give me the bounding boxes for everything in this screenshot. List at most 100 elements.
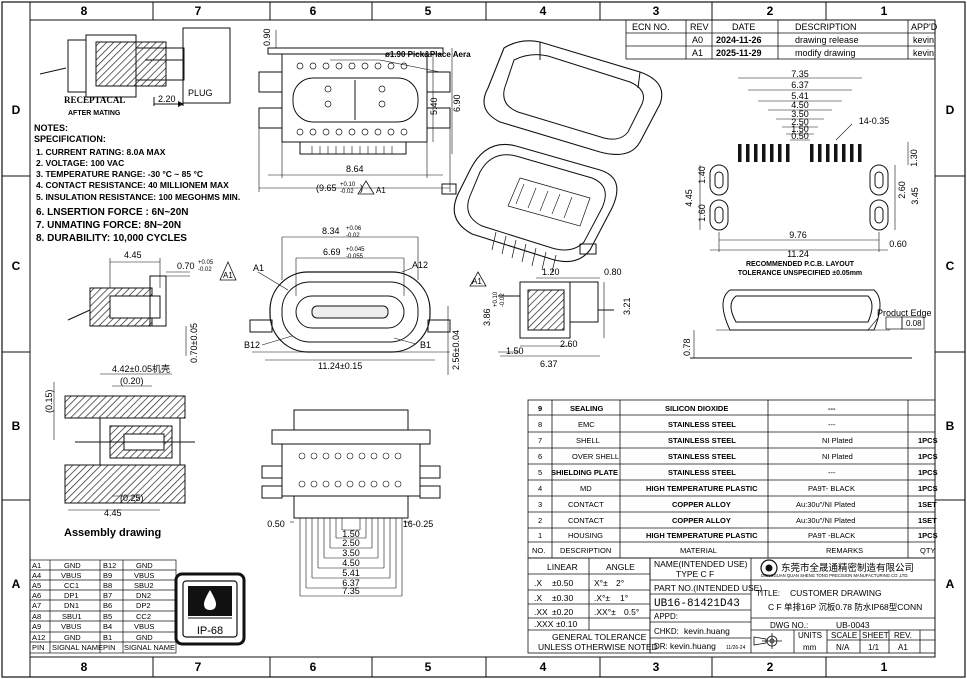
note-item: 3. TEMPERATURE RANGE: -30 °C ~ 85 °C [36, 169, 203, 179]
svg-text:SBU2: SBU2 [134, 581, 154, 590]
row-labels: D C B A D C B A [12, 103, 955, 591]
ip68-label: IP-68 [197, 625, 223, 637]
svg-text:B12: B12 [103, 561, 116, 570]
svg-text:---: --- [828, 404, 836, 413]
note-item: 2. VOLTAGE: 100 VAC [36, 158, 124, 168]
tolerance-block: LINEAR ANGLE .X ±0.50 X°± 2° .X ±0.30 .X… [527, 557, 658, 654]
right-side-dims: 3.86 +0.10 -0.02 A1 1.20 0.80 3.21 1.50 … [472, 267, 632, 369]
side-section-dims: 4.45 0.70 +0.05 -0.02 A1 [124, 250, 233, 280]
dim-tol: -0.02 [346, 233, 360, 239]
svg-text:3: 3 [538, 500, 542, 509]
company-logo [760, 559, 778, 577]
dim-label: 0.50 [267, 519, 285, 529]
product-edge-label: Product Edge [877, 308, 932, 318]
svg-text:A5: A5 [32, 581, 41, 590]
dim-label: 1.60 [697, 204, 707, 222]
svg-text:PIN: PIN [103, 643, 116, 652]
row-label: D [12, 103, 21, 117]
row-label: B [946, 419, 955, 433]
drawing-title: CUSTOMER DRAWING [790, 588, 882, 598]
rev-cell: drawing release [795, 35, 859, 45]
dim-label: 1.50 [791, 124, 809, 134]
svg-text:CC1: CC1 [64, 581, 79, 590]
svg-text:DN1: DN1 [64, 601, 79, 610]
svg-text:VBUS: VBUS [134, 622, 154, 631]
svg-text:NO.: NO. [532, 546, 545, 555]
dim-label: 6.90 [452, 94, 462, 112]
svg-text:COPPER ALLOY: COPPER ALLOY [672, 516, 731, 525]
svg-text:STAINLESS STEEL: STAINLESS STEEL [668, 420, 736, 429]
tol-cell: .XXX [534, 619, 554, 629]
dim-label: 2.20 [158, 94, 176, 104]
svg-text:A9: A9 [32, 622, 41, 631]
tol-cell: .XX [534, 607, 548, 617]
svg-text:B9: B9 [103, 571, 112, 580]
name-value: TYPE C F [676, 569, 714, 579]
svg-text:1PCS: 1PCS [918, 452, 938, 461]
scale-value: N/A [836, 643, 850, 652]
svg-text:OVER SHELL: OVER SHELL [572, 452, 619, 461]
dim-label: 0.60 [889, 239, 907, 249]
col-label: 2 [767, 4, 774, 18]
dim-label: 7.35 [791, 69, 809, 79]
tol-cell: 0.5° [624, 607, 639, 617]
pin-row: A5 CC1 B8 SBU2 [32, 581, 154, 590]
rev-value: A1 [898, 643, 908, 652]
dim-label: (9.65 [316, 183, 337, 193]
part-label: PART NO.(INTENDED USE) [654, 583, 762, 593]
svg-text:7: 7 [538, 436, 542, 445]
svg-text:NI Plated: NI Plated [822, 452, 853, 461]
note-item: 7. UNMATING FORCE: 8N~20N [36, 220, 181, 231]
pin-label-a1: A1 [253, 263, 264, 273]
product-edge-labels: Product Edge 0.08 0.78 [682, 308, 932, 356]
datum-label: A1 [472, 277, 482, 286]
name-label: NAME(INTENDED USE) [654, 559, 748, 569]
side-section-view [67, 258, 237, 356]
dim-label: 2.50 [342, 538, 360, 548]
col-label: 6 [310, 660, 317, 674]
svg-text:---: --- [828, 468, 836, 477]
scale-label: SCALE [831, 631, 857, 640]
svg-text:4: 4 [538, 484, 542, 493]
svg-text:B8: B8 [103, 581, 112, 590]
col-label: 5 [425, 4, 432, 18]
tol-cell: ±0.20 [552, 607, 573, 617]
pcb-layout-title: RECOMMENDED P.C.B. LAYOUT [746, 261, 855, 268]
dim-label: 4.50 [791, 100, 809, 110]
col-label: 8 [81, 4, 88, 18]
rev-header-rev: REV [690, 22, 709, 32]
svg-text:DESCRIPTION: DESCRIPTION [560, 546, 611, 555]
rev-label: REV. [894, 631, 912, 640]
mating-view: 2.20 PLUG RECEPTACAL AFTER MATING [39, 27, 231, 117]
dim-label: 8.34 [322, 226, 340, 236]
rev-header-appd: APP'D [911, 22, 938, 32]
right-side-view [469, 271, 614, 357]
dim-label: 1.50 [342, 529, 360, 539]
datum-label: A1 [376, 186, 386, 195]
rev-cell: 2025-11-29 [716, 48, 762, 58]
svg-text:EMC: EMC [578, 420, 595, 429]
svg-text:1SET: 1SET [918, 500, 937, 509]
dim-label: 6.37 [791, 80, 809, 90]
tol-linear-header: LINEAR [547, 562, 578, 572]
appd-label: APPD: [654, 612, 678, 621]
svg-text:5: 5 [538, 468, 542, 477]
dim-label: 3.50 [791, 109, 809, 119]
row-label: B [12, 419, 21, 433]
svg-text:9: 9 [538, 404, 542, 413]
dim-label: 0.50 [791, 131, 809, 141]
ip68-badge: IP-68 [174, 572, 246, 646]
dim-label: (0.15) [44, 389, 54, 413]
svg-text:GND: GND [64, 633, 81, 642]
column-labels-bottom: 8 7 6 5 4 3 2 1 [81, 660, 888, 674]
svg-text:HOUSING: HOUSING [568, 531, 603, 540]
svg-text:PIN: PIN [32, 643, 45, 652]
dim-label: 0.78 [682, 338, 692, 356]
front-view [249, 236, 451, 375]
col-label: 6 [310, 4, 317, 18]
